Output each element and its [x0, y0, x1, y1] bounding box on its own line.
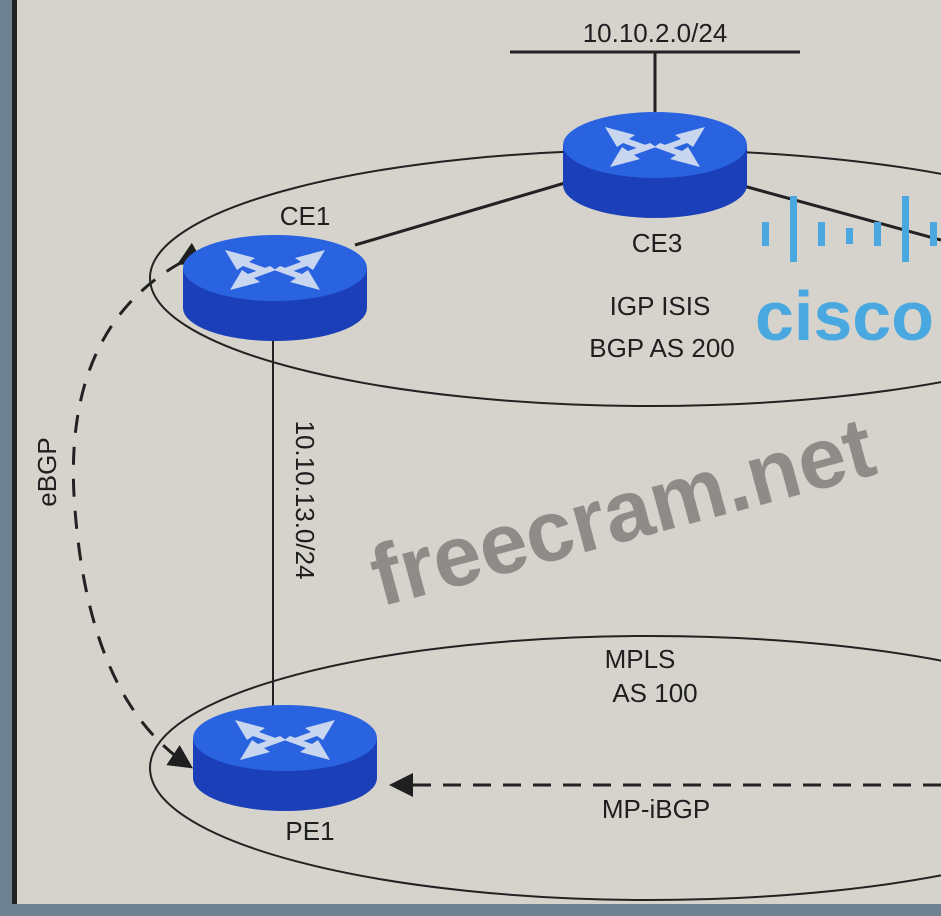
- left-edge: [12, 0, 17, 904]
- ce3-label: CE3: [632, 228, 683, 258]
- cisco-logo: cisco: [755, 196, 937, 355]
- mpls-domain-ellipse: [149, 635, 941, 901]
- mp-ibgp-label: MP-iBGP: [602, 794, 710, 824]
- lan-label: 10.10.2.0/24: [583, 18, 728, 48]
- subnet-ce1-pe1-label: 10.10.13.0/24: [290, 420, 320, 579]
- ce1-label: CE1: [280, 201, 331, 231]
- bgp-as-label: BGP AS 200: [589, 333, 735, 363]
- ebgp-label: eBGP: [32, 437, 62, 506]
- router-ce3-icon[interactable]: [563, 112, 747, 218]
- mpls-label: MPLS: [605, 644, 676, 674]
- router-pe1-icon[interactable]: [193, 705, 377, 811]
- router-ce1-icon[interactable]: [183, 235, 367, 341]
- igp-label: IGP ISIS: [610, 291, 711, 321]
- pe1-label: PE1: [285, 816, 334, 846]
- link-ce1-ce3: [354, 178, 576, 247]
- provider-as-label: AS 100: [612, 678, 697, 708]
- cisco-logo-text: cisco: [755, 277, 934, 355]
